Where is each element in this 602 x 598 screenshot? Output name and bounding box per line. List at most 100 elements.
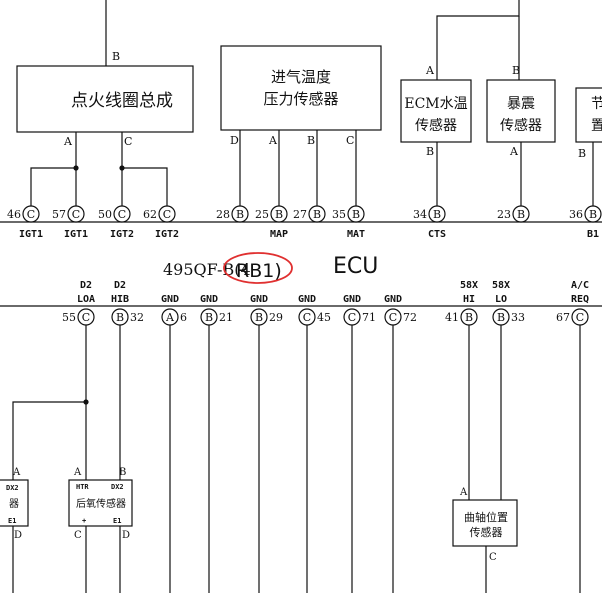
pin-signal-label: 58X <box>460 280 478 291</box>
pin-connector-circle <box>308 205 326 223</box>
partial-sensor-pin-bottom: B <box>578 147 586 160</box>
rear-o2-pin-a: A <box>73 467 82 478</box>
front-o2-sensor-box <box>0 479 29 527</box>
pin-number: 21 <box>219 311 233 324</box>
rear-o2-pin-c: C <box>74 530 82 541</box>
rear-o2-sig-plus: + <box>82 517 86 525</box>
pin-connector-letter: B <box>205 311 213 324</box>
ignition-coil-pin-a: A <box>63 135 73 148</box>
pin-connector-circle <box>231 205 249 223</box>
upper-pin-27: B27 <box>293 205 326 223</box>
lower-harness <box>12 325 581 593</box>
pin-connector-letter: B <box>275 208 283 221</box>
pin-connector-letter: B <box>465 311 473 324</box>
pin-connector-circle <box>428 205 446 223</box>
pin-number: 45 <box>317 311 331 324</box>
map-sensor-pin-c: C <box>346 134 354 147</box>
front-o2-sig-bottom: E1 <box>8 517 16 525</box>
pin-connector-letter: C <box>303 311 311 324</box>
crank-sensor-label-1: 曲轴位置 <box>464 510 508 524</box>
pin-number: 57 <box>52 208 66 221</box>
ecu-model-highlight-ring <box>223 252 293 284</box>
pin-number: 46 <box>7 208 21 221</box>
map-sensor-label-1: 进气温度 <box>271 68 331 86</box>
crank-sensor-box <box>452 499 518 547</box>
pin-connector-circle <box>67 205 85 223</box>
pin-connector-letter: B <box>433 208 441 221</box>
upper-pin-28: B28 <box>216 205 249 223</box>
pin-signal-label: IGT2 <box>155 229 179 240</box>
coolant-sensor: A ECM水温 传感器 B <box>400 0 520 206</box>
pin-signal-label: IGT1 <box>19 229 43 240</box>
crank-sensor-label-2: 传感器 <box>470 526 503 539</box>
pin-number: 50 <box>98 208 112 221</box>
front-o2-pin-top: A <box>12 467 21 478</box>
map-sensor-label-2: 压力传感器 <box>263 90 338 108</box>
front-o2-sensor: A DX2 器 E1 D <box>0 467 29 593</box>
pin-signal-label: MAP <box>270 229 288 240</box>
coolant-sensor-label-2: 传感器 <box>415 117 457 134</box>
pin-connector-letter: B <box>236 208 244 221</box>
pin-number: 25 <box>255 208 269 221</box>
pin-connector-letter: A <box>165 311 175 324</box>
pin-number: 62 <box>143 208 157 221</box>
pin-number: 36 <box>569 208 583 221</box>
pin-connector-letter: C <box>82 311 90 324</box>
pin-signal-label: D2 <box>80 280 92 291</box>
map-sensor-pin-a: A <box>268 134 278 147</box>
pin-connector-letter: C <box>118 208 126 221</box>
partial-sensor: 节 置 B <box>575 87 602 206</box>
pin-signal-label-2: LOA <box>77 294 95 305</box>
ignition-coil-label: 点火线圈总成 <box>71 91 173 111</box>
pin-number: 35 <box>332 208 346 221</box>
pin-connector-letter: C <box>348 311 356 324</box>
pin-number: 67 <box>556 311 570 324</box>
pin-connector-letter: B <box>589 208 597 221</box>
ecu-model-highlight: RB1) <box>236 260 282 282</box>
pin-connector-letter: B <box>497 311 505 324</box>
pin-number: 41 <box>445 311 459 324</box>
pin-number: 6 <box>180 311 187 324</box>
partial-sensor-label-2: 置 <box>591 118 602 134</box>
pin-connector-letter: B <box>517 208 525 221</box>
pin-number: 23 <box>497 208 511 221</box>
crank-sensor-pin-top: A <box>459 487 468 498</box>
map-sensor-box <box>220 45 382 131</box>
rear-o2-sensor: A B HTR DX2 后氧传感器 + E1 C D <box>68 467 133 593</box>
pin-signal-label: GND <box>384 294 402 305</box>
pin-number: 33 <box>511 311 525 324</box>
pin-number: 29 <box>269 311 283 324</box>
knock-sensor-pin-top: B <box>512 64 520 77</box>
rear-o2-label: 后氧传感器 <box>76 497 126 510</box>
partial-sensor-label-1: 节 <box>591 96 602 112</box>
ecu-label: ECU <box>333 254 378 279</box>
pin-number: 32 <box>130 311 144 324</box>
pin-connector-circle <box>512 205 530 223</box>
front-o2-label: 器 <box>9 498 19 510</box>
pin-signal-label-2: HIB <box>111 294 129 305</box>
knock-sensor-label-1: 暴震 <box>507 96 535 112</box>
pin-connector-letter: C <box>389 311 397 324</box>
ecu-model-prefix: 495QF-B(4 <box>163 260 251 279</box>
front-o2-pin-bottom: D <box>14 530 22 541</box>
pin-signal-label: GND <box>200 294 218 305</box>
pin-signal-label-2: HI <box>463 294 475 305</box>
pin-connector-letter: B <box>352 208 360 221</box>
pin-signal-label: CTS <box>428 229 446 240</box>
coolant-sensor-label-1: ECM水温 <box>404 96 467 112</box>
ignition-coil-pin-c: C <box>124 135 132 148</box>
rear-o2-pin-d: D <box>122 530 130 541</box>
pin-signal-label: GND <box>161 294 179 305</box>
rear-o2-sensor-box <box>68 479 133 527</box>
ecu-title: 495QF-B(4 RB1) ECU <box>163 252 378 284</box>
map-sensor-pin-d: D <box>230 134 239 147</box>
